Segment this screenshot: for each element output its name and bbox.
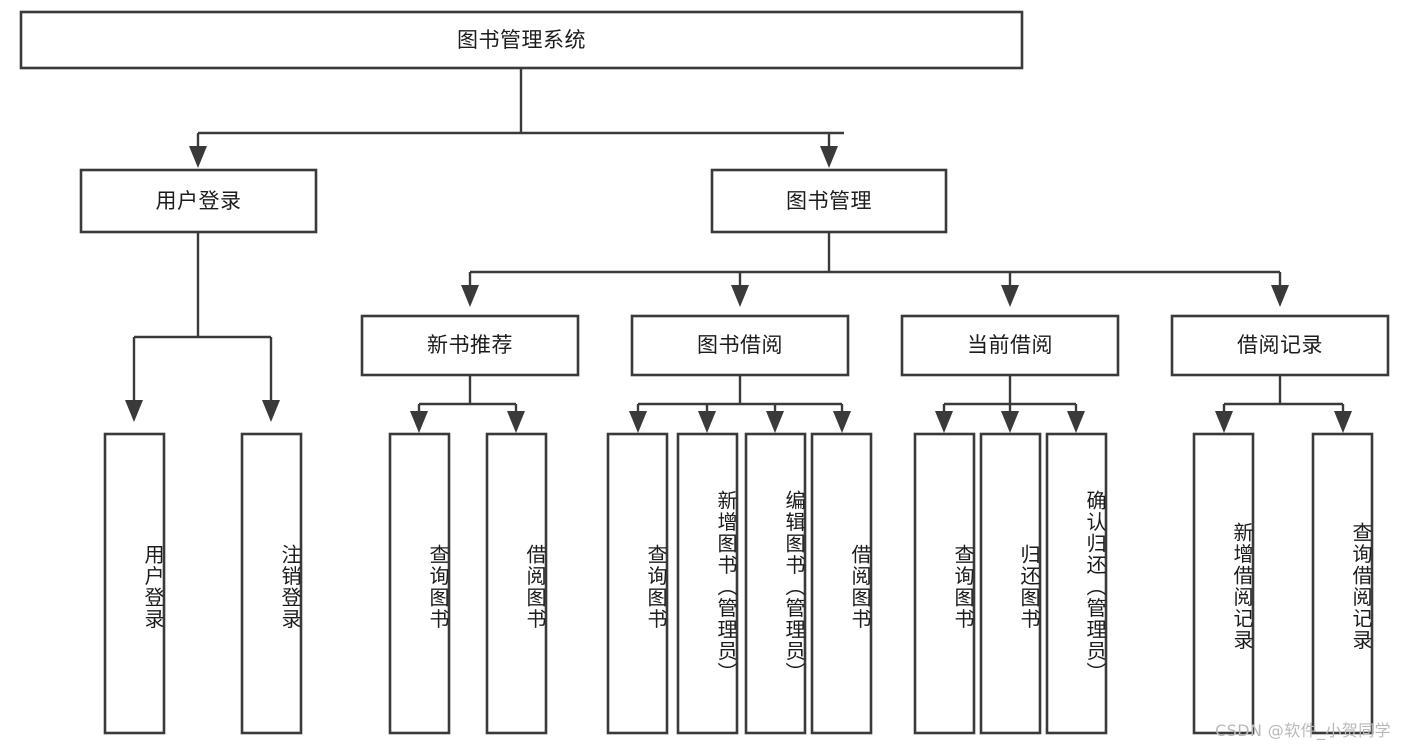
- node-box-book-borrow[interactable]: [630, 314, 850, 377]
- node-box-book-management[interactable]: [710, 168, 948, 234]
- node-box-leaf-add-book[interactable]: [676, 432, 739, 735]
- connector-current-borrow-to-leaves: [942, 375, 1078, 411]
- arrow-to-user-login: [189, 146, 207, 168]
- node-box-leaf-query-book-rec[interactable]: [388, 432, 451, 735]
- node-box-leaf-add-record[interactable]: [1192, 432, 1255, 735]
- arrow-to-book-borrow: [731, 285, 749, 307]
- connector-book-management-to-level3: [468, 232, 1282, 285]
- arrow-to-new-book-recommend: [461, 285, 479, 307]
- arrow-to-leaf-borrow-book: [833, 411, 851, 433]
- node-box-user-login[interactable]: [79, 168, 318, 234]
- connector-root-to-level2: [196, 68, 844, 146]
- node-box-leaf-user-login[interactable]: [103, 432, 166, 735]
- node-box-leaf-query-book-borrow[interactable]: [606, 432, 669, 735]
- node-box-borrow-record[interactable]: [1170, 314, 1390, 377]
- node-box-leaf-borrow-book[interactable]: [810, 432, 873, 735]
- arrow-to-borrow-record: [1271, 285, 1289, 307]
- arrow-to-leaf-user-login: [125, 400, 143, 422]
- arrow-to-leaf-query-book-rec: [410, 411, 428, 433]
- arrow-to-leaf-confirm-return: [1067, 411, 1085, 433]
- node-box-leaf-edit-book[interactable]: [744, 432, 807, 735]
- node-box-leaf-return-book[interactable]: [979, 432, 1042, 735]
- arrow-to-leaf-return-book: [1001, 411, 1019, 433]
- arrow-to-current-borrow: [1001, 285, 1019, 307]
- node-box-current-borrow[interactable]: [900, 314, 1120, 377]
- node-box-leaf-confirm-return[interactable]: [1045, 432, 1108, 735]
- node-box-new-book-recommend[interactable]: [360, 314, 580, 377]
- connector-new-book-recommend-to-leaves: [417, 375, 518, 411]
- node-box-leaf-query-book-current[interactable]: [913, 432, 976, 735]
- arrow-to-leaf-query-book-borrow: [629, 411, 647, 433]
- arrow-to-book-management: [820, 146, 838, 168]
- connector-borrow-record-to-leaves: [1222, 375, 1345, 411]
- arrow-to-leaf-query-book-current: [935, 411, 953, 433]
- arrow-to-leaf-add-record: [1215, 411, 1233, 433]
- connector-book-borrow-to-leaves: [636, 375, 844, 411]
- arrow-to-leaf-logout: [262, 400, 280, 422]
- node-box-leaf-borrow-book-rec[interactable]: [485, 432, 548, 735]
- node-box-leaf-logout[interactable]: [240, 432, 303, 735]
- node-box-root[interactable]: [19, 10, 1024, 70]
- node-box-leaf-query-record[interactable]: [1311, 432, 1374, 735]
- arrow-to-leaf-query-record: [1334, 411, 1352, 433]
- connector-user-login-to-leaves: [132, 232, 273, 400]
- arrow-to-leaf-add-book: [698, 411, 716, 433]
- arrow-to-leaf-borrow-book-rec: [507, 411, 525, 433]
- arrow-to-leaf-edit-book: [766, 411, 784, 433]
